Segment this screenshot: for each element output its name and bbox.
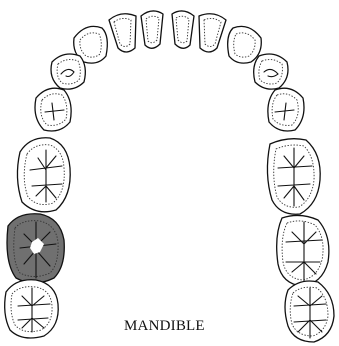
tooth-right-central-incisor	[172, 11, 194, 48]
tooth-right-first-premolar	[254, 54, 288, 89]
tooth-right-second-premolar	[268, 88, 304, 131]
tooth-right-first-molar	[267, 139, 320, 215]
tooth-left-first-molar	[17, 138, 70, 212]
tooth-right-canine	[228, 26, 262, 63]
tooth-left-second-premolar	[35, 88, 71, 131]
tooth-right-lateral-incisor	[199, 14, 226, 52]
arch-label: MANDIBLE	[124, 318, 205, 335]
tooth-left-third-molar	[5, 280, 59, 338]
tooth-left-central-incisor	[141, 11, 163, 48]
tooth-left-first-premolar	[51, 54, 85, 89]
tooth-left-second-molar-highlighted	[7, 214, 64, 283]
tooth-right-third-molar	[285, 281, 334, 342]
tooth-left-lateral-incisor	[109, 14, 136, 52]
tooth-right-second-molar	[277, 215, 329, 286]
